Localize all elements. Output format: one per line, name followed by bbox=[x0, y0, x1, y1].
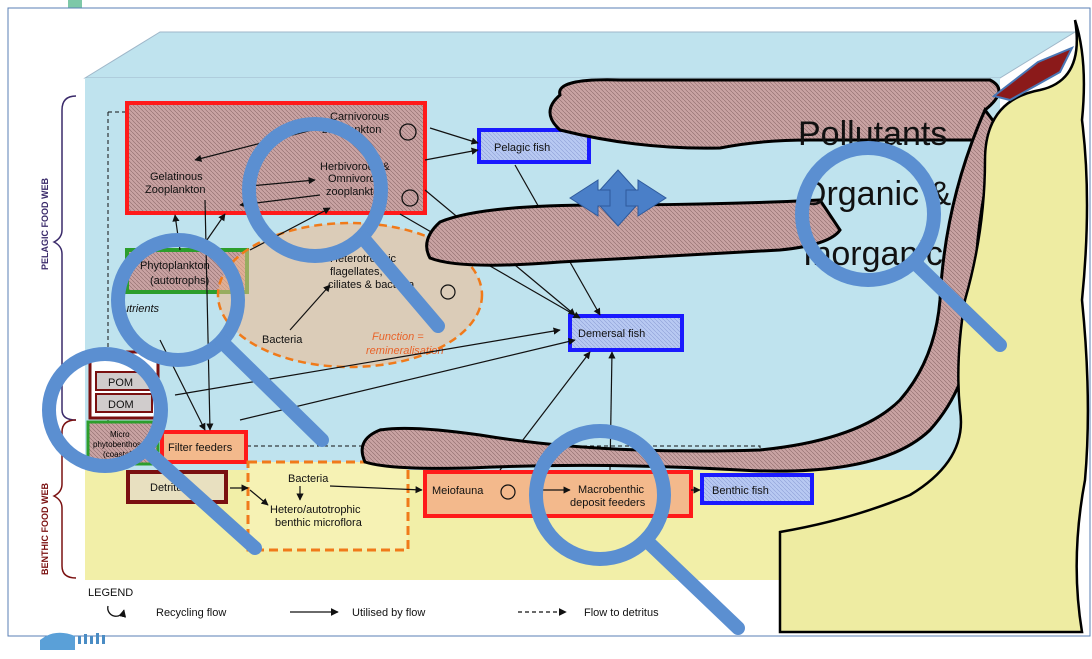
phytoplankton-label: Phytoplankton bbox=[140, 260, 210, 272]
gelatinous-zooplankton-label: Zooplankton bbox=[145, 184, 206, 196]
legend-utilised-label: Utilised by flow bbox=[352, 607, 425, 619]
microbial-loop bbox=[216, 221, 484, 369]
remineralisation-label: remineralisation bbox=[366, 345, 444, 357]
dom-label: DOM bbox=[108, 399, 134, 411]
magnifier-icon-1 bbox=[242, 117, 445, 333]
coastal-label: (coastal) bbox=[103, 450, 134, 459]
autotrophs-label: (autotrophs) bbox=[150, 275, 209, 287]
pollutant-plume-lower bbox=[360, 107, 1002, 473]
pelagic-side-label: PELAGIC FOOD WEB bbox=[40, 178, 50, 271]
magnifier-icon-5 bbox=[529, 424, 745, 635]
benthic-microflora-label: benthic microflora bbox=[275, 517, 363, 529]
legend-recycling-icon bbox=[107, 605, 127, 618]
benthic-side-label: BENTHIC FOOD WEB bbox=[40, 483, 50, 575]
hetero-autotrophic-label: Hetero/autotrophic bbox=[270, 504, 361, 516]
legend-title: LEGEND bbox=[88, 587, 133, 599]
pelagic-bacteria-label: Bacteria bbox=[262, 334, 303, 346]
micro-label: Micro bbox=[110, 430, 130, 439]
recycling-loop-herbivorous bbox=[401, 189, 419, 207]
benthic-bacteria-box bbox=[246, 460, 410, 552]
recycling-loop-meiofauna bbox=[500, 484, 516, 500]
magnifier-icon-2 bbox=[111, 233, 329, 447]
recycling-loop-carnivorous bbox=[399, 123, 417, 141]
gelatinous-label: Gelatinous bbox=[150, 171, 203, 183]
demersal-fish-label: Demersal fish bbox=[578, 328, 645, 340]
dom-box bbox=[95, 393, 153, 413]
pollutant-inflow-arrow bbox=[991, 46, 1075, 102]
filter-feeders-label: Filter feeders bbox=[168, 442, 233, 454]
benthic-fish-box bbox=[700, 473, 814, 505]
magnifier-icons bbox=[42, 117, 1007, 635]
function-label: Function = bbox=[372, 331, 424, 343]
carnivorous-label: Carnivorous bbox=[330, 111, 390, 123]
pelagic-fish-box bbox=[477, 128, 591, 164]
pom-label: POM bbox=[108, 377, 133, 389]
water-top-face bbox=[83, 31, 1077, 79]
filter-feeders-box bbox=[160, 430, 248, 464]
deposit-feeders-label: deposit feeders bbox=[570, 497, 646, 509]
recycling-loop-microbial bbox=[440, 284, 456, 300]
logo-mark bbox=[40, 632, 105, 650]
macrobenthic-label: Macrobenthic bbox=[578, 484, 645, 496]
magnifier-icon-4 bbox=[795, 141, 1007, 352]
pollutant-plume-upper bbox=[548, 78, 1001, 150]
demersal-fish-box bbox=[568, 314, 684, 352]
magnifier-icon-3 bbox=[42, 347, 262, 555]
flagellates-label: flagellates, bbox=[330, 266, 383, 278]
legend-detritus-label: Flow to detritus bbox=[584, 607, 659, 619]
omnivorous-zooplankton-label: zooplankton bbox=[326, 186, 385, 198]
pelagic-bracket bbox=[52, 95, 77, 421]
pollutant-plume-middle bbox=[425, 198, 842, 267]
pelagic-fish-label: Pelagic fish bbox=[494, 142, 550, 154]
land-mass bbox=[778, 19, 1090, 634]
phytobenthos-label: phytobenthos bbox=[93, 440, 141, 449]
benthic-fish-label: Benthic fish bbox=[712, 485, 769, 497]
meiofauna-label: Meiofauna bbox=[432, 485, 484, 497]
benthic-bacteria-label: Bacteria bbox=[288, 473, 329, 485]
meiofauna-macrobenthic-box bbox=[423, 470, 693, 518]
move-arrows-icon bbox=[569, 169, 667, 227]
legend-recycling-label: Recycling flow bbox=[156, 607, 226, 619]
benthic-bracket bbox=[52, 419, 77, 579]
